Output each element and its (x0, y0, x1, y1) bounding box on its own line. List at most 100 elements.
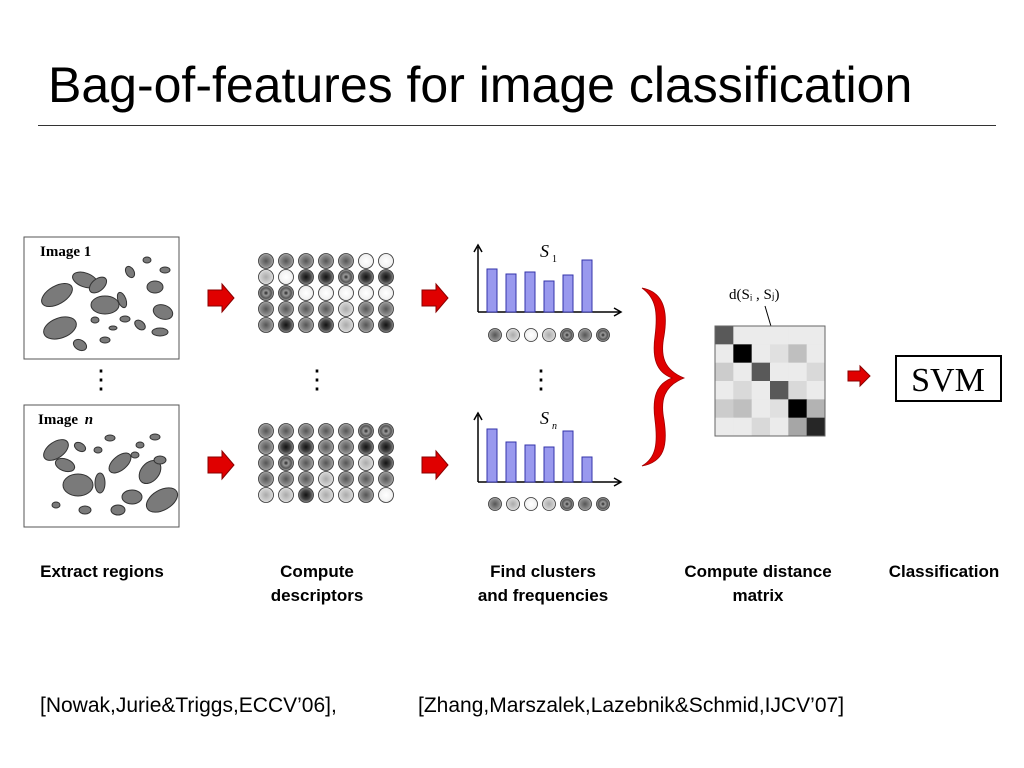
step-compute-distance: Compute distance matrix (668, 560, 848, 608)
page-title: Bag-of-features for image classification (48, 57, 913, 113)
matrix-cell (806, 326, 826, 345)
descriptor-circle (378, 471, 394, 487)
descriptor-circle (258, 423, 274, 439)
descriptor-circle (278, 317, 294, 333)
matrix-cell (733, 344, 753, 364)
region-ellipse (146, 280, 164, 294)
matrix-cell (788, 399, 808, 419)
descriptor-circle (358, 285, 374, 301)
region-ellipse (41, 282, 73, 308)
descriptor-circle (358, 487, 374, 503)
matrix-cell (806, 417, 826, 437)
matrix-cell (751, 344, 771, 364)
descriptor-circle (318, 301, 334, 317)
descriptor-circle (278, 253, 294, 269)
region-ellipse (51, 501, 61, 509)
descriptor-circle (278, 487, 294, 503)
matrix-cell (770, 381, 789, 400)
descriptor-circle (378, 301, 394, 317)
descriptor-circle (338, 455, 354, 471)
descriptor-circle (338, 439, 354, 455)
matrix-cell (715, 417, 734, 437)
region-ellipse (90, 316, 100, 324)
red-arrow-icon (207, 282, 235, 314)
region-ellipse (110, 504, 126, 516)
descriptor-circle (298, 317, 314, 333)
matrix-cell (751, 417, 771, 437)
step-compute-distance-line2: matrix (732, 586, 784, 605)
matrix-cell (788, 326, 808, 345)
matrix-cell (770, 399, 789, 419)
region-ellipse (73, 441, 87, 453)
svg-text:Image n: Image n (38, 412, 93, 428)
step-classification-line1: Classification (888, 562, 1000, 581)
descriptor-circle (298, 487, 314, 503)
histogram-bar (562, 430, 574, 483)
descriptor-circle (358, 253, 374, 269)
codeword-circle (488, 328, 502, 342)
descriptor-circle (298, 301, 314, 317)
descriptor-circle (358, 423, 374, 439)
descriptor-circle (338, 471, 354, 487)
descriptor-circle (298, 471, 314, 487)
descriptor-circle (318, 253, 334, 269)
distance-matrix: d(Sᵢ , Sⱼ) (714, 287, 826, 437)
descriptor-circle (298, 439, 314, 455)
histogram-bar (562, 274, 574, 313)
descriptor-circle (298, 423, 314, 439)
matrix-cell (751, 362, 771, 382)
descriptor-circle (358, 269, 374, 285)
descriptor-circle (338, 317, 354, 333)
codeword-circle (488, 497, 502, 511)
descriptor-circle (258, 439, 274, 455)
matrix-cell (788, 344, 808, 364)
image-n-regions (43, 433, 179, 516)
descriptor-circle (378, 269, 394, 285)
matrix-cell (733, 381, 753, 400)
matrix-cell (751, 381, 771, 400)
region-ellipse (130, 451, 140, 459)
red-curly-brace (641, 287, 686, 467)
descriptor-circle (338, 487, 354, 503)
descriptor-circle (298, 455, 314, 471)
region-ellipse (99, 336, 111, 344)
descriptor-circle (278, 471, 294, 487)
codeword-circle (524, 497, 538, 511)
descriptor-circle (318, 487, 334, 503)
region-ellipse (152, 304, 174, 320)
histogram-bar (486, 268, 498, 313)
svm-label: SVM (911, 362, 985, 399)
reference-nowak: [Nowak,Jurie&Triggs,ECCV’06], (40, 694, 337, 717)
matrix-cell (715, 326, 734, 345)
region-ellipse (90, 295, 120, 315)
step-extract-regions-line1: Extract regions (40, 562, 164, 581)
region-ellipse (151, 327, 169, 337)
descriptor-circle (378, 423, 394, 439)
region-ellipse (153, 455, 167, 465)
region-ellipse (108, 325, 118, 331)
descriptor-circle (378, 317, 394, 333)
descriptor-circle (378, 487, 394, 503)
descriptor-circle (338, 423, 354, 439)
descriptor-circle (258, 317, 274, 333)
image-n-index: n (85, 412, 93, 428)
image-1-panel: Image 1 (23, 236, 180, 360)
descriptor-circle (258, 487, 274, 503)
matrix-cell (770, 344, 789, 364)
image-ellipsis: ⋮ (88, 364, 114, 394)
matrix-cell (733, 362, 753, 382)
matrix-cell (806, 399, 826, 419)
descriptor-circle (378, 455, 394, 471)
descriptor-circle (318, 317, 334, 333)
histogram-bar (505, 441, 517, 483)
red-arrow-icon (847, 364, 871, 388)
step-find-clusters-line1: Find clusters (490, 562, 596, 581)
descriptor-circle (358, 317, 374, 333)
matrix-cell (770, 417, 789, 437)
red-arrow-icon (207, 449, 235, 481)
region-ellipse (134, 319, 146, 331)
codeword-circle (596, 497, 610, 511)
descriptor-circle (258, 301, 274, 317)
histogram-bar (581, 456, 593, 483)
matrix-cell (715, 362, 734, 382)
